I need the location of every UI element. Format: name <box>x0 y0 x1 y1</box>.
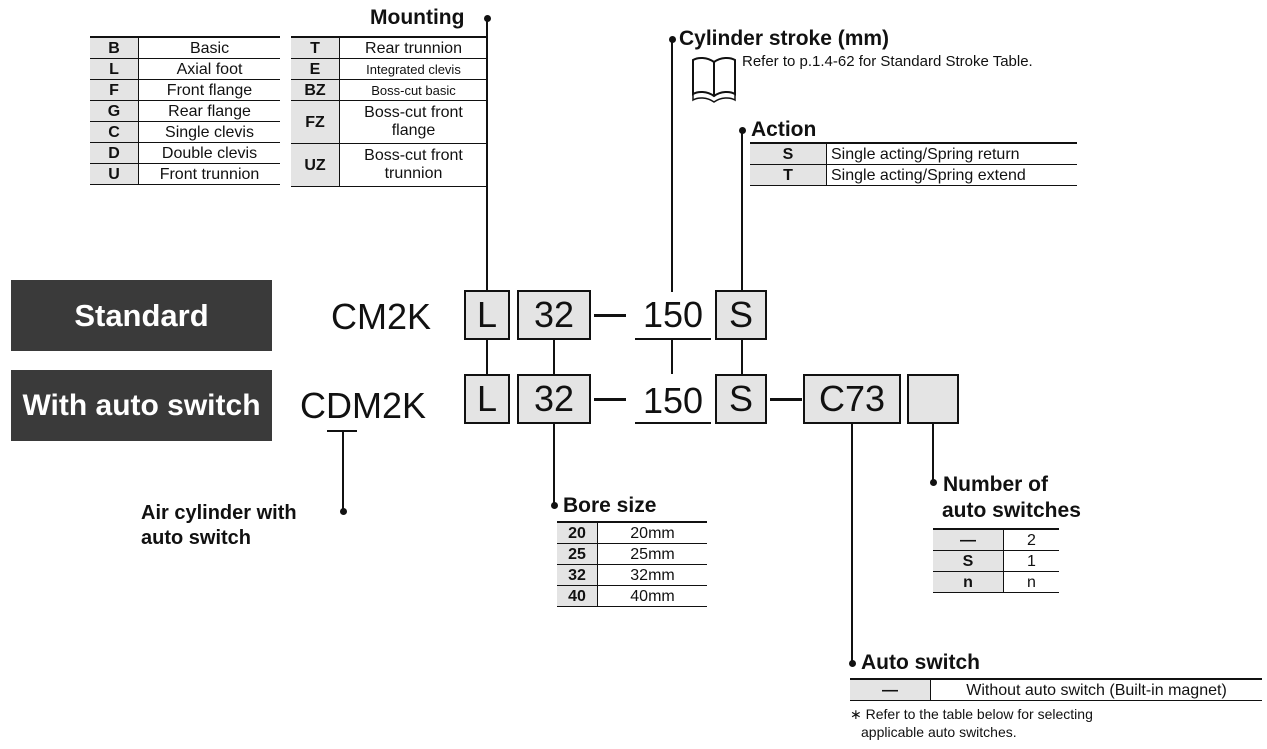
auto-switch-table: —Without auto switch (Built-in magnet) <box>850 678 1262 701</box>
standard-stroke-underline <box>635 338 711 340</box>
auto-switch-dash <box>770 398 802 401</box>
standard-stroke-code: 150 <box>642 294 704 335</box>
auto-bore-box: 32 <box>517 374 591 424</box>
auto-switch-connector-dot <box>849 660 856 667</box>
auto-stroke-code: 150 <box>642 380 704 421</box>
action-title: Action <box>751 118 817 141</box>
bore-row-connector <box>553 340 555 374</box>
action-row-connector <box>741 340 743 374</box>
switch-count-title: Number of auto switches <box>942 473 1081 522</box>
auto-switch-note-line1: ∗ Refer to the table below for selecting <box>850 706 1093 722</box>
auto-switch-note-line2: applicable auto switches. <box>861 724 1017 740</box>
stroke-row-connector <box>671 340 673 374</box>
switch-count-connector-dot <box>930 479 937 486</box>
stroke-connector-line <box>671 40 673 292</box>
auto-switch-title: Auto switch <box>861 651 980 674</box>
air-cylinder-label: Air cylinder with auto switch <box>141 502 297 549</box>
auto-switch-model-code: CDM2K <box>300 385 427 426</box>
switch-count-connector-line <box>932 424 934 482</box>
table-row: —Without auto switch (Built-in magnet) <box>850 679 1262 701</box>
standard-model-code: CM2K <box>331 296 432 337</box>
auto-switch-connector-line <box>851 424 853 664</box>
standard-dash <box>594 314 626 317</box>
mounting-title: Mounting <box>370 6 465 29</box>
auto-action-box: S <box>715 374 767 424</box>
stroke-note: Refer to p.1.4-62 for Standard Stroke Ta… <box>742 53 1033 70</box>
auto-switch-type-box: C73 <box>803 374 901 424</box>
table-row: —2 <box>933 529 1059 551</box>
mounting-connector-line <box>486 18 488 290</box>
switch-count-box <box>907 374 959 424</box>
bore-connector-line <box>553 424 555 506</box>
air-cylinder-connector-line <box>342 430 344 510</box>
standard-action-box: S <box>715 290 767 340</box>
standard-bore-box: 32 <box>517 290 591 340</box>
bore-title: Bore size <box>563 494 657 517</box>
standard-mounting-box: L <box>464 290 510 340</box>
book-icon <box>692 56 736 103</box>
air-cylinder-connector-dot <box>340 508 347 515</box>
auto-dash <box>594 398 626 401</box>
action-connector-line <box>741 130 743 292</box>
mounting-row-connector <box>486 340 488 374</box>
auto-stroke-underline <box>635 422 711 424</box>
auto-switch-label: With auto switch <box>11 370 272 441</box>
auto-mounting-box: L <box>464 374 510 424</box>
stroke-title: Cylinder stroke (mm) <box>679 27 890 50</box>
bore-connector-dot <box>551 502 558 509</box>
stroke-connector-dot <box>669 36 676 43</box>
standard-label: Standard <box>11 280 272 351</box>
